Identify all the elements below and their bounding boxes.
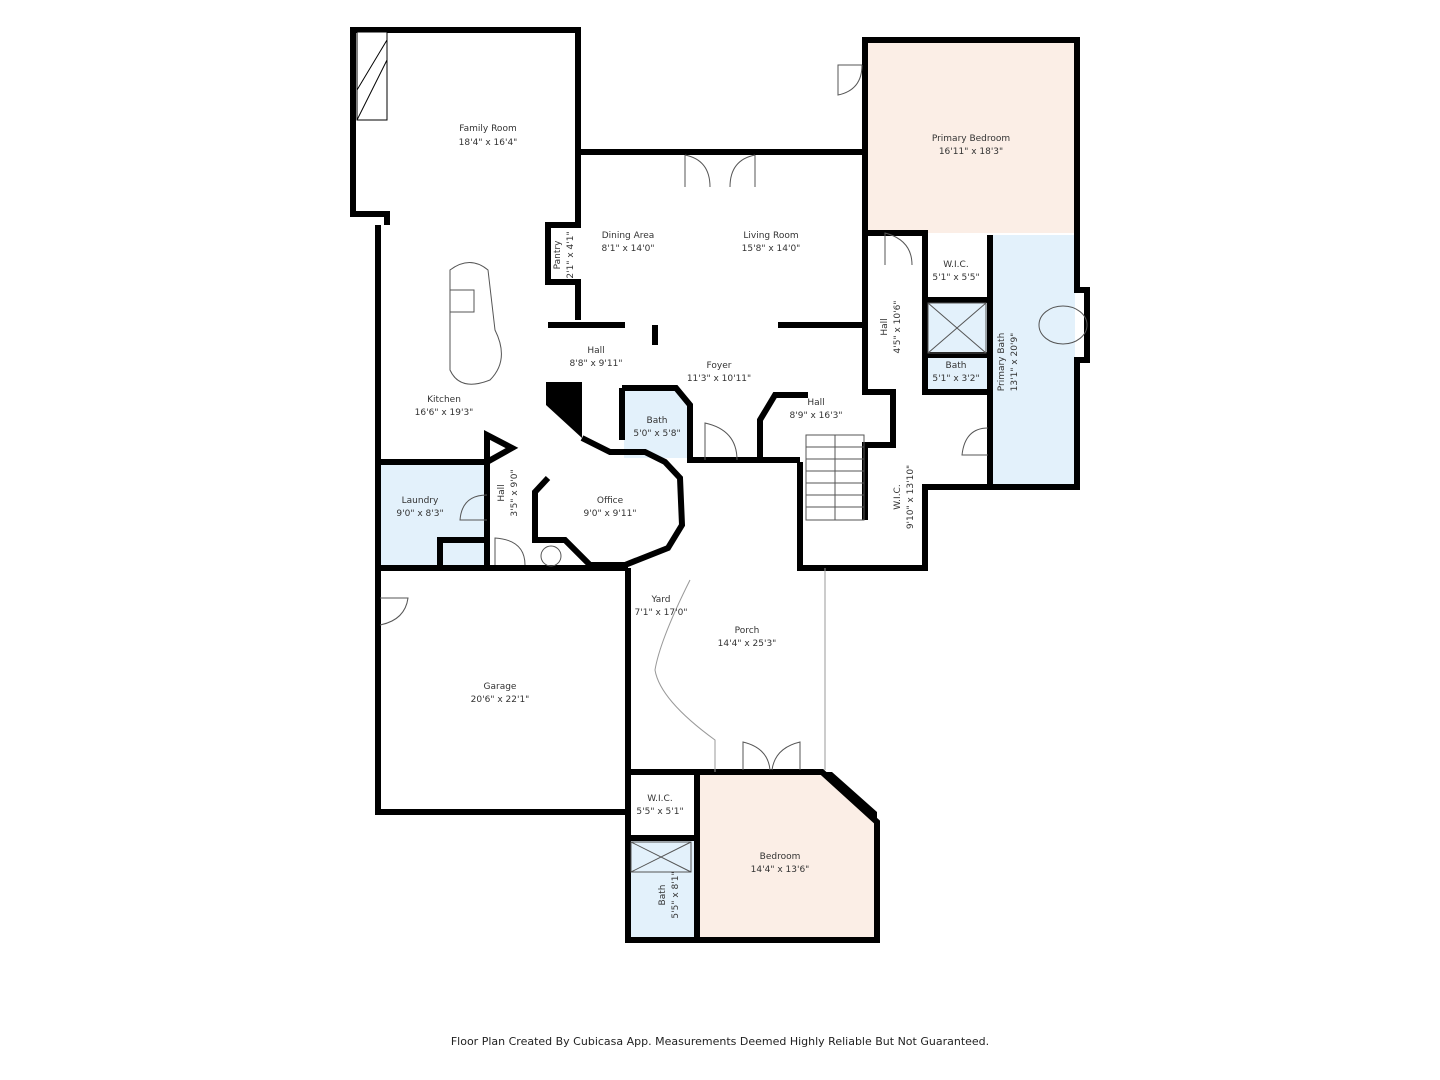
water-heater [540, 545, 562, 567]
kitchen-size: 16'6" x 19'3" [415, 408, 474, 418]
primary-bedroom-name: Primary Bedroom [932, 134, 1010, 144]
hall-main-size: 8'8" x 9'11" [570, 359, 623, 369]
porch-name: Porch [735, 626, 760, 636]
shower [630, 302, 987, 873]
foyer-size: 11'3" x 10'11" [687, 374, 751, 384]
bedroom-size: 14'4" x 13'6" [751, 865, 810, 875]
office-size: 9'0" x 9'11" [584, 509, 637, 519]
hall-laundry-name: Hall [497, 484, 507, 501]
hall-laundry-size: 3'5" x 9'0" [510, 469, 520, 516]
bath-primary-small-name: Bath [946, 361, 967, 371]
wic-large-name: W.I.C. [893, 484, 903, 509]
bathtub [1038, 305, 1088, 345]
bedroom-name: Bedroom [760, 852, 801, 862]
wic-bedroom-size: 5'5" x 5'1" [636, 807, 683, 817]
bath-bedroom-name: Bath [658, 885, 668, 906]
family-room-name: Family Room [459, 124, 516, 134]
garage-size: 20'6" x 22'1" [471, 695, 530, 705]
living-room-name: Living Room [743, 231, 798, 241]
living-room-size: 15'8" x 14'0" [742, 244, 801, 254]
dining-area-name: Dining Area [602, 231, 655, 241]
bedroom-bath-fill [630, 840, 697, 938]
doors [379, 64, 989, 771]
primary-bath-size: 13'1" x 20'9" [1010, 333, 1020, 392]
primary-bedroom-size: 16'11" x 18'3" [939, 147, 1003, 157]
kitchen-name: Kitchen [427, 395, 461, 405]
pantry-size: 2'1" x 4'1" [566, 231, 576, 278]
wic-primary-size: 5'1" x 5'5" [932, 273, 979, 283]
porch-size: 14'4" x 25'3" [718, 639, 777, 649]
hall-primary-name: Hall [880, 318, 890, 335]
primary-bath-name: Primary Bath [997, 333, 1007, 392]
laundry-size: 9'0" x 8'3" [396, 509, 443, 519]
wic-bedroom-name: W.I.C. [647, 794, 672, 804]
yard-name: Yard [650, 595, 670, 605]
garage-name: Garage [484, 682, 517, 692]
bath-foyer-size: 5'0" x 5'8" [633, 429, 680, 439]
foyer-bath-fill [624, 390, 688, 458]
bath-primary-small-size: 5'1" x 3'2" [932, 374, 979, 384]
foyer-name: Foyer [707, 361, 732, 371]
primary-bath-fill [990, 235, 1075, 487]
walls [350, 27, 1090, 943]
hall-main-name: Hall [587, 346, 604, 356]
family-room-size: 18'4" x 16'4" [459, 138, 518, 148]
hall-primary-size: 4'5" x 10'6" [893, 301, 903, 354]
primary-bedroom-fill [868, 43, 1075, 233]
primary-small-bath-fill [927, 300, 990, 393]
yard-size: 7'1" x 17'0" [635, 608, 688, 618]
wic-primary-name: W.I.C. [943, 260, 968, 270]
wic-large-size: 9'10" x 13'10" [906, 465, 916, 529]
bath-foyer-name: Bath [647, 416, 668, 426]
laundry-fill [377, 465, 487, 568]
hall-stair-name: Hall [807, 398, 824, 408]
dining-area-size: 8'1" x 14'0" [602, 244, 655, 254]
bath-bedroom-size: 5'5" x 8'1" [671, 871, 681, 918]
hall-stair-size: 8'9" x 16'3" [790, 411, 843, 421]
bedroom-fill [698, 772, 875, 938]
office-name: Office [597, 496, 624, 506]
staircase [805, 434, 865, 521]
footer-disclaimer: Floor Plan Created By Cubicasa App. Meas… [450, 1035, 990, 1048]
kitchen-island [449, 262, 502, 385]
pantry-name: Pantry [553, 240, 563, 269]
laundry-name: Laundry [402, 496, 439, 506]
